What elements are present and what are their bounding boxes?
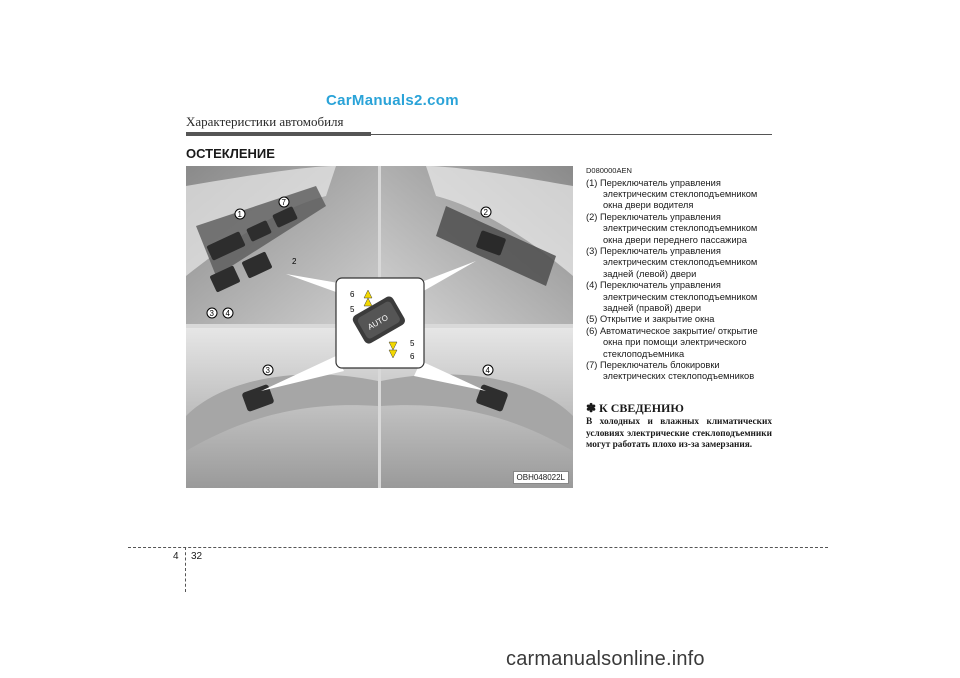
callout-4-driver: 4 [226,309,231,318]
callout-3-driver: 3 [210,309,215,318]
callout-5-top: 5 [350,305,355,314]
callout-6-top: 6 [350,290,355,299]
footer-divider [185,547,186,592]
document-code: D080000AEN [586,166,632,175]
callout-1: 1 [238,210,243,219]
legend-item-1: (1) Переключатель управления электрическ… [586,178,758,211]
header-rule [186,134,772,135]
figure-code: OBH048022L [512,471,569,484]
watermark-top: CarManuals2.com [326,92,459,109]
legend-item-3: (3) Переключатель управления электрическ… [586,246,758,279]
page-number: 32 [191,551,203,562]
watermark-bottom: carmanualsonline.info [506,648,705,670]
legend-item-5: (5) Открытие и закрытие окна [586,314,715,325]
header-bar [186,132,371,136]
legend-list: (1) Переключатель управления электрическ… [586,178,772,383]
legend-item-6: (6) Автоматическое закрытие/ открытие ок… [586,326,758,359]
callout-4: 4 [486,366,491,375]
door-panels-illustration: AUTO 1 7 2 2 3 4 3 4 6 5 5 6 [186,166,573,488]
footer-rule [128,547,828,548]
legend-item-7: (7) Переключатель блокировки электрическ… [586,360,755,382]
note-text: В холодных и влажных климатических услов… [586,417,772,451]
section-title: ОСТЕКЛЕНИЕ [186,146,275,161]
legend-item-2: (2) Переключатель управления электрическ… [586,212,758,245]
callout-5-bottom: 5 [410,339,415,348]
callout-3: 3 [266,366,271,375]
callout-2-driver: 2 [292,257,297,266]
note-title: ✽ К СВЕДЕНИЮ [586,401,684,415]
chapter-number: 4 [173,551,179,562]
legend-item-4: (4) Переключатель управления электрическ… [586,280,758,313]
callout-7: 7 [282,198,287,207]
window-switches-figure: AUTO 1 7 2 2 3 4 3 4 6 5 5 6 OBH04 [186,166,573,488]
header-title: Характеристики автомобиля [186,114,344,129]
callout-2: 2 [484,208,489,217]
callout-6-bottom: 6 [410,352,415,361]
